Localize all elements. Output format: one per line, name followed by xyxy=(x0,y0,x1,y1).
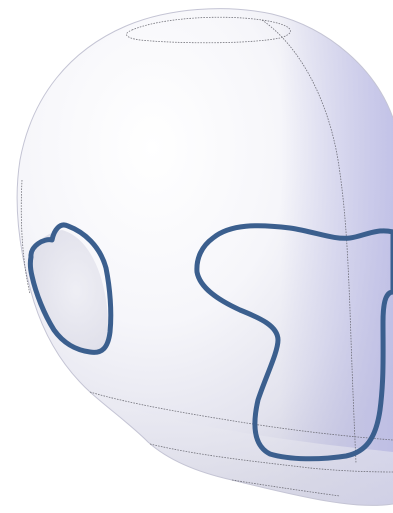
head-model-render xyxy=(0,0,393,513)
